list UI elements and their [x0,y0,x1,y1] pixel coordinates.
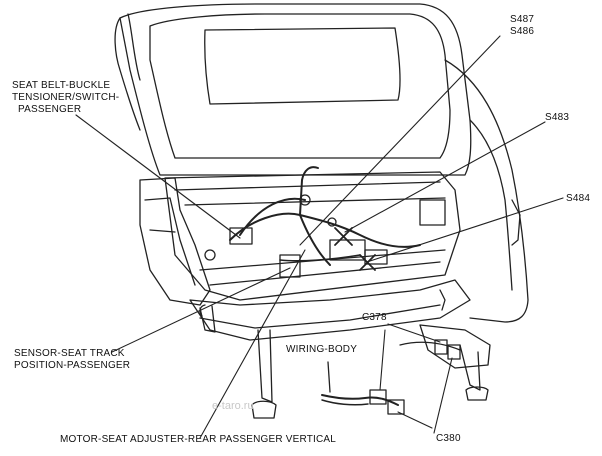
label-sensor-line1: SENSOR-SEAT TRACK [14,348,125,359]
seat-track-base [189,279,471,341]
seat-back-outline [119,3,472,176]
seat-leg-rear [257,329,273,403]
seat-leg-left [199,305,216,333]
seat-frame-left [139,177,211,306]
label-c380: C380 [436,433,461,444]
label-motor: MOTOR-SEAT ADJUSTER-REAR PASSENGER VERTI… [60,434,337,445]
connector-bracket [419,324,491,369]
leader-lines [75,35,564,439]
label-seat-belt-line2: TENSIONER/SWITCH- [12,92,120,103]
label-wiring-body: WIRING-BODY [286,344,358,355]
seat-belt-connector [229,227,253,245]
label-s487: S487 [510,14,535,25]
sensor-connector [279,254,301,278]
body-harness [321,394,399,406]
label-seat-belt-line3: PASSENGER [18,104,82,115]
label-sensor-line2: POSITION-PASSENGER [14,360,131,371]
seat-frame-rail [164,171,461,301]
connector-c378-body [369,389,387,405]
connector-c380-body [387,399,405,415]
label-seat-belt-line1: SEAT BELT-BUCKLE [12,80,111,91]
label-s484: S484 [566,193,591,204]
label-c378: C378 [362,312,387,323]
watermark: e-taro.ru [212,400,254,412]
headrest-hole [204,27,401,105]
label-s486: S486 [510,26,535,37]
wiring-harness [229,212,421,248]
label-s483: S483 [545,112,570,123]
seat-back-inner [149,13,451,159]
